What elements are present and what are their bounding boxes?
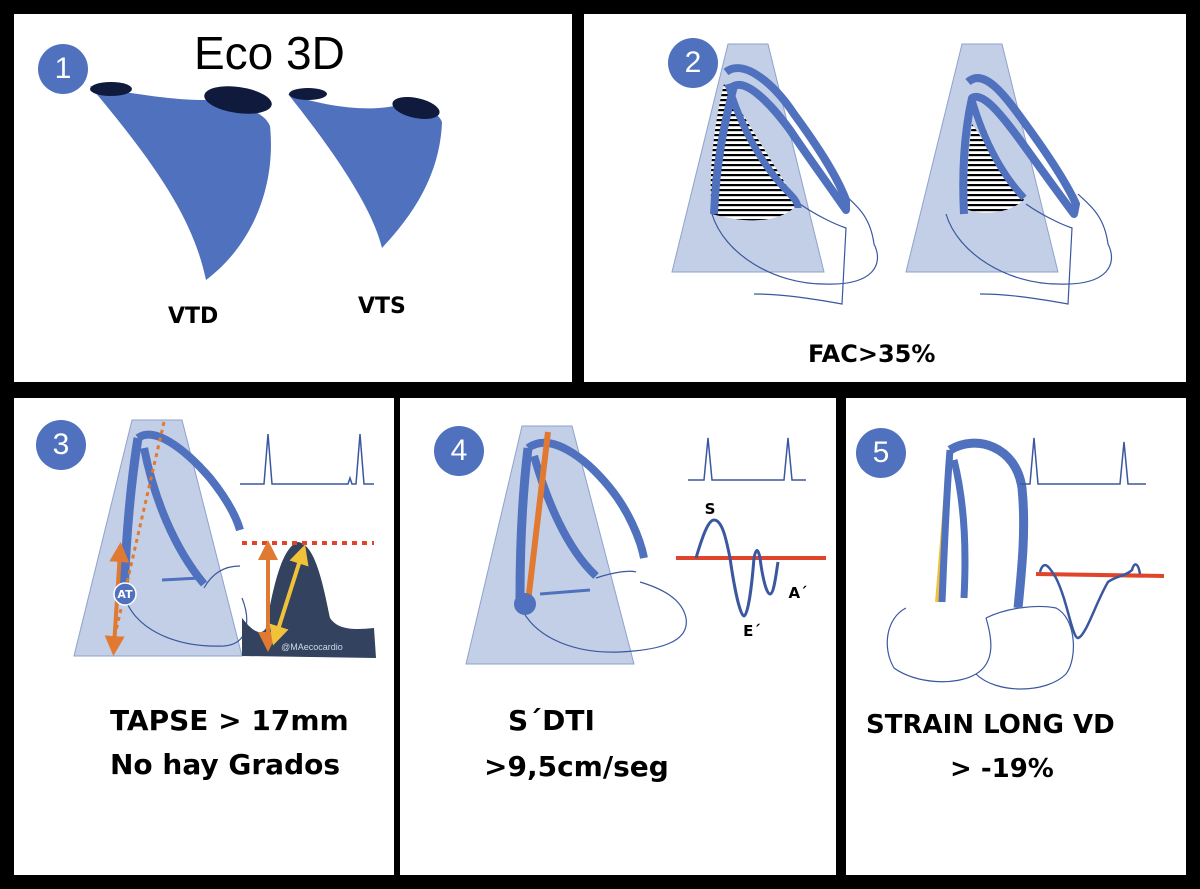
panel-strain: 5 STRAIN LONG VD > -19%: [846, 398, 1186, 875]
panel-number-badge: 5: [856, 428, 906, 478]
slope-arrow: [269, 544, 309, 646]
panel-eco-3d: 1 Eco 3D VTD VTS: [14, 14, 572, 382]
sdti-caption-line2: >9,5cm/seg: [484, 750, 669, 783]
vtd-label: VTD: [168, 304, 219, 329]
vtd-ventricle-shape: [90, 82, 272, 280]
systolic-view: [905, 43, 1113, 305]
panel-number-badge: 3: [36, 420, 86, 470]
ecg-trace: [1020, 437, 1146, 485]
panel-number-badge: 1: [38, 44, 88, 94]
tapse-mmode-curve: [242, 542, 376, 658]
sdti-illustration: S E´ A´: [465, 425, 826, 665]
strain-caption-line1: STRAIN LONG VD: [866, 710, 1115, 740]
vts-label: VTS: [358, 294, 406, 319]
panel-tapse: 3 AT @MAecocardio TAPSE > 17mm No hay Gr…: [14, 398, 394, 875]
ecg-trace: [688, 437, 806, 481]
panel-number-badge: 4: [434, 426, 484, 476]
panel-number-badge: 2: [668, 38, 718, 88]
tapse-caption-line2: No hay Grados: [110, 748, 341, 781]
sdti-caption-line1: S´DTI: [508, 704, 595, 737]
fac-caption: FAC>35%: [808, 340, 936, 368]
panel-fac: 2 FAC>35%: [584, 14, 1186, 382]
panel-title: Eco 3D: [194, 27, 345, 79]
ecg-trace: [240, 433, 374, 485]
e-wave-label: E´: [743, 622, 761, 640]
at-marker-label: AT: [117, 588, 133, 601]
a-wave-label: A´: [788, 584, 807, 602]
tapse-illustration: AT @MAecocardio: [73, 419, 376, 658]
tissue-doppler-wave: [694, 518, 780, 618]
s-wave-label: S: [705, 500, 716, 518]
panel-sdti: 4 S E´ A´ S´DTI >9,5cm/seg: [400, 398, 836, 875]
baseline: [1035, 572, 1165, 578]
watermark-text: @MAecocardio: [281, 642, 343, 652]
strain-caption-line2: > -19%: [950, 754, 1054, 784]
diastolic-view: [671, 43, 879, 305]
sdti-sample-line: [525, 431, 551, 603]
strain-curve: [1038, 563, 1142, 640]
annulus-sample-point: [514, 593, 536, 615]
strain-illustration: [886, 437, 1165, 690]
ventricle-3d-illustration: [90, 82, 442, 280]
vts-ventricle-shape: [288, 88, 442, 248]
tapse-caption-line1: TAPSE > 17mm: [110, 704, 349, 737]
annulus-marker: [113, 582, 137, 606]
fac-illustration: [671, 43, 1113, 305]
